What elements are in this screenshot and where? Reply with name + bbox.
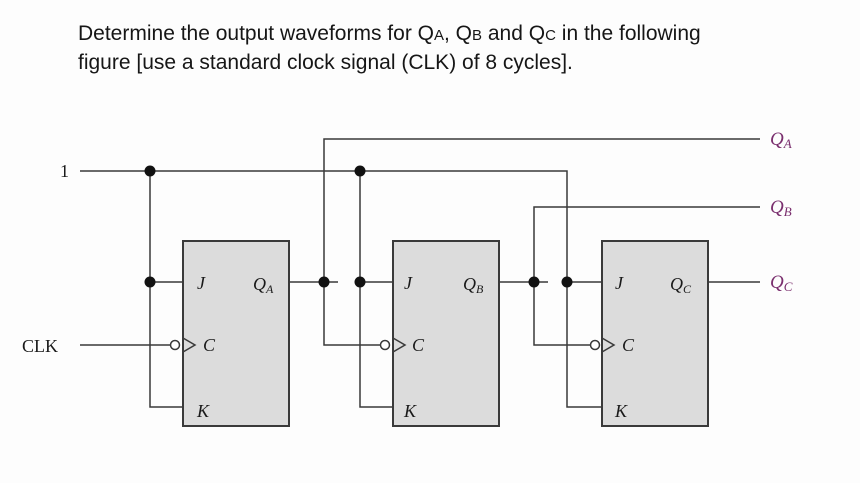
- ffc-k-label: K: [614, 401, 628, 421]
- logic-one-rail: [80, 170, 568, 282]
- clock-bubble-icon: [169, 339, 181, 351]
- output-qa-label: QA: [770, 129, 792, 151]
- qb-line: [533, 206, 760, 282]
- question-line2: figure [use a standard clock signal (CLK…: [78, 51, 573, 74]
- junction-dot: [144, 276, 156, 288]
- ffc-j-label: J: [615, 273, 624, 293]
- ffb-k-tie: [359, 171, 393, 408]
- junction-dot: [318, 276, 330, 288]
- ffc-k-tie: [566, 282, 602, 408]
- clock-bubble-icon: [379, 339, 391, 351]
- junction-dot: [561, 276, 573, 288]
- clk-line-c: [533, 282, 590, 346]
- question-line1: Determine the output waveforms for QA, Q…: [78, 22, 701, 45]
- flipflop-a: [182, 240, 290, 427]
- logic-one-label: 1: [60, 161, 69, 181]
- ffc-q-label: QC: [670, 274, 692, 296]
- clock-triangle-icon: [392, 337, 407, 353]
- junction-dot: [528, 276, 540, 288]
- ffa-jk-tie: [149, 171, 183, 408]
- ffa-j-label: J: [197, 273, 206, 293]
- ffb-j-label: J: [404, 273, 413, 293]
- flipflop-b: [392, 240, 500, 427]
- qa-line: [323, 138, 760, 282]
- clk-line-b: [323, 282, 380, 346]
- junction-dot: [354, 276, 366, 288]
- clk-label: CLK: [22, 336, 58, 356]
- ffa-q-label: QA: [253, 274, 274, 296]
- output-qb-label: QB: [770, 197, 792, 219]
- junction-dot: [354, 165, 366, 177]
- output-qc-label: QC: [770, 272, 793, 294]
- clock-bubble-icon: [589, 339, 601, 351]
- ffc-c-label: C: [622, 335, 635, 355]
- clock-triangle-icon: [182, 337, 197, 353]
- flipflop-c: [601, 240, 709, 427]
- clock-triangle-icon: [601, 337, 616, 353]
- ffb-q-label: QB: [463, 274, 484, 296]
- ffa-c-label: C: [203, 335, 216, 355]
- junction-dot: [144, 165, 156, 177]
- ffb-k-label: K: [403, 401, 417, 421]
- ffa-k-label: K: [196, 401, 210, 421]
- ffb-c-label: C: [412, 335, 425, 355]
- question-text: Determine the output waveforms for QA, Q…: [78, 20, 838, 76]
